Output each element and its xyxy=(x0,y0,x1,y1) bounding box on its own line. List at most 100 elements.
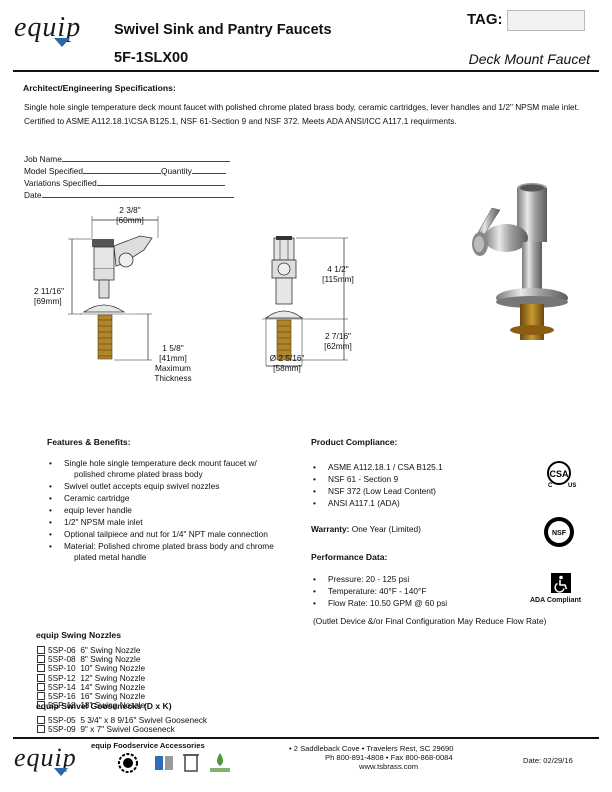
footer-phone: Ph 800-891-4808 • Fax 800-868-0084 xyxy=(325,753,453,762)
tag-field[interactable] xyxy=(507,10,585,31)
footer-logo-text: equip xyxy=(14,743,77,772)
checkbox[interactable] xyxy=(37,725,45,734)
dim-width: 2 3/8" [60mm] xyxy=(108,205,152,225)
option-desc: 8" Swing Nozzle xyxy=(80,654,141,665)
feature-text: Ceramic cartridge xyxy=(64,492,130,503)
dim-shank-mm-row: [62mm] xyxy=(324,341,352,351)
checkbox[interactable] xyxy=(37,664,45,673)
option-code: 5SP-08 xyxy=(48,654,76,665)
swing-nozzle-option[interactable]: 5SP-06 6" Swing Nozzle xyxy=(37,645,145,655)
nsf-certification-icon: NSF xyxy=(544,517,574,547)
swing-nozzle-option[interactable]: 5SP-16 16" Swing Nozzle xyxy=(37,691,145,702)
footer-address: • 2 Saddleback Cove • Travelers Rest, SC… xyxy=(289,744,454,753)
option-code: 5SP-12 xyxy=(48,672,76,683)
partner-logo-icon xyxy=(155,756,173,770)
quantity-field[interactable] xyxy=(191,165,226,174)
feature-text-cont: plated metal handle xyxy=(74,551,147,562)
option-code: 5SP-09 xyxy=(48,724,76,735)
swing-nozzle-option[interactable]: 5SP-18 18" Swing Nozzle xyxy=(37,701,145,710)
variations-field[interactable] xyxy=(96,177,225,186)
dim-thickness-mm: 41mm xyxy=(161,353,185,363)
date-field[interactable] xyxy=(41,189,234,198)
feature-text-cont: polished chrome plated brass body xyxy=(74,468,203,479)
swing-nozzle-option[interactable]: 5SP-14 14" Swing Nozzle xyxy=(37,681,146,692)
option-code: 5SP-10 xyxy=(48,663,76,674)
feature-item: equip lever handle xyxy=(47,505,309,516)
feature-text: 1/2" NPSM male inlet xyxy=(64,516,143,527)
feature-item: Optional tailpiece and nut for 1/4" NPT … xyxy=(47,529,309,540)
goosenecks-heading: equip Swivel Goosenecks (D x K) xyxy=(36,701,172,711)
feature-item: 1/2" NPSM male inlet xyxy=(47,517,309,528)
logo-text: equip xyxy=(14,12,82,43)
option-desc: 14" Swing Nozzle xyxy=(80,681,146,692)
footer-logo-drop-icon xyxy=(54,768,68,776)
performance-list: Pressure: 20 - 125 psi Temperature: 40°F… xyxy=(311,574,531,610)
model-number: 5F-1SLX00 xyxy=(114,50,189,66)
option-code: 5SP-05 xyxy=(48,715,76,725)
model-specified-field[interactable] xyxy=(83,165,162,174)
gooseneck-option[interactable]: 5SP-05 5 3/4" x 8 9/16" Swivel Gooseneck xyxy=(37,715,208,725)
front-view-drawing xyxy=(68,216,159,361)
dim-height-mm: 69mm xyxy=(36,296,60,306)
option-desc: 10" Swing Nozzle xyxy=(80,663,146,674)
tag-label: TAG: xyxy=(467,11,503,28)
swing-nozzle-option[interactable]: 5SP-08 8" Swing Nozzle xyxy=(37,655,145,664)
product-subtitle: Deck Mount Faucet xyxy=(468,51,590,67)
feature-text: equip lever handle xyxy=(64,504,132,515)
option-desc: 5 3/4" x 8 9/16" Swivel Gooseneck xyxy=(80,715,208,725)
dim-flange-mm: 58mm xyxy=(275,363,299,373)
dim-spout-height-in: 4 1/2" xyxy=(327,264,349,274)
ada-compliant-label: ADA Compliant xyxy=(530,597,582,604)
header-divider xyxy=(13,70,599,72)
dim-thickness-label-1: Maximum xyxy=(155,363,191,373)
page-title: Swivel Sink and Pantry Faucets xyxy=(114,22,332,38)
contact-info: • 2 Saddleback Cove • Travelers Rest, SC… xyxy=(289,744,499,771)
job-name-row: Job Name xyxy=(24,153,239,165)
checkbox[interactable] xyxy=(37,673,45,682)
gear-seal-icon xyxy=(118,753,138,773)
checkbox[interactable] xyxy=(37,701,45,710)
performance-item: Pressure: 20 - 125 psi xyxy=(311,574,531,585)
feature-item: Ceramic cartridge xyxy=(47,493,309,504)
features-list: Single hole single temperature deck moun… xyxy=(47,458,309,564)
checkbox[interactable] xyxy=(37,655,45,664)
footer-date: Date: 02/29/16 xyxy=(523,756,573,765)
swing-nozzles-list: 5SP-06 6" Swing Nozzle 5SP-08 8" Swing N… xyxy=(37,645,146,710)
compliance-text: NSF 61 - Section 9 xyxy=(328,474,399,485)
dim-height-mm-row: [69mm] xyxy=(34,296,62,306)
dim-thickness-mm-row: [41mm] xyxy=(159,353,187,363)
checkbox[interactable] xyxy=(37,716,45,724)
dim-height: 2 11/16" [69mm] xyxy=(34,286,78,306)
option-code: 5SP-16 xyxy=(48,691,76,702)
dim-shank-in: 2 7/16" xyxy=(324,331,351,341)
svg-text:C: C xyxy=(548,483,553,489)
footer-website[interactable]: www.tsbrass.com xyxy=(359,762,419,771)
feature-item: Swivel outlet accepts equip swivel nozzl… xyxy=(47,481,309,492)
option-desc: 12" Swing Nozzle xyxy=(80,672,146,683)
checkbox[interactable] xyxy=(37,692,45,701)
svg-text:US: US xyxy=(568,483,576,489)
dim-width-mm: 60mm xyxy=(118,215,142,225)
goosenecks-list: 5SP-05 5 3/4" x 8 9/16" Swivel Gooseneck… xyxy=(37,715,208,734)
gooseneck-option[interactable]: 5SP-09 9" x 7" Swivel Gooseneck xyxy=(37,725,207,734)
compliance-list: ASME A112.18.1 / CSA B125.1 NSF 61 - Sec… xyxy=(311,462,511,510)
variations-row: Variations Specified xyxy=(24,177,239,189)
checkbox[interactable] xyxy=(37,682,45,691)
dim-flange-in: Ø 2 5/16" xyxy=(269,353,305,363)
product-image xyxy=(472,183,568,340)
swing-nozzle-option[interactable]: 5SP-10 10" Swing Nozzle xyxy=(37,664,145,673)
dim-height-in: 2 11/16" xyxy=(34,286,65,296)
nsf-mark-text: NSF xyxy=(552,530,567,537)
swing-nozzle-option[interactable]: 5SP-12 12" Swing Nozzle xyxy=(37,672,146,683)
compliance-item: NSF 372 (Low Lead Content) xyxy=(311,486,511,497)
csa-certification-icon: CSA C US xyxy=(547,461,576,489)
specs-text: Single hole single temperature deck moun… xyxy=(24,102,580,126)
date-row: Date xyxy=(24,189,239,201)
side-view-drawing xyxy=(262,236,348,367)
logo-drop-icon xyxy=(54,38,70,47)
checkbox[interactable] xyxy=(37,646,45,654)
specs-heading: Architect/Engineering Specifications: xyxy=(23,83,176,93)
job-name-field[interactable] xyxy=(61,153,230,162)
